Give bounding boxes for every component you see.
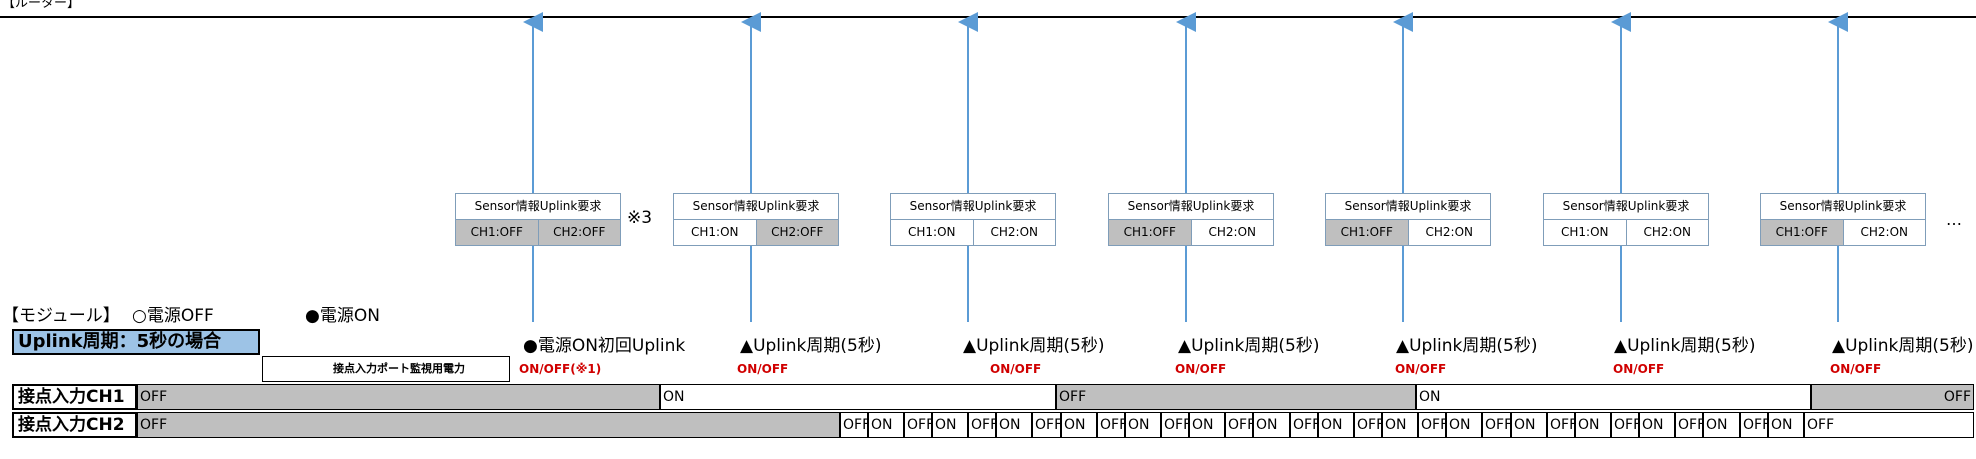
ch1-segment: OFF xyxy=(137,384,660,410)
sensor-request-title: Sensor情報Uplink要求 xyxy=(1761,194,1925,220)
uplink-period-event: ▲Uplink周期(5秒) xyxy=(1396,336,1538,356)
ch2-segment: OFF xyxy=(1097,412,1125,438)
monitor-power-value: ON/OFF xyxy=(737,362,789,376)
request-ch2-state: CH2:ON xyxy=(1842,220,1926,245)
ch2-segment: ON xyxy=(1253,412,1290,438)
ch2-segment: ON xyxy=(1639,412,1675,438)
ch2-segment: OFF xyxy=(904,412,932,438)
request-ch1-state: CH1:OFF xyxy=(1761,220,1843,245)
ch2-segment: ON xyxy=(1768,412,1804,438)
note-3: ※3 xyxy=(627,208,653,228)
monitor-power-value: ON/OFF xyxy=(1830,362,1882,376)
router-timeline xyxy=(0,16,1976,18)
ch2-segment: ON xyxy=(1511,412,1547,438)
ch2-segment: OFF xyxy=(1740,412,1768,438)
request-ch1-state: CH1:ON xyxy=(907,225,956,239)
initial-uplink-event: ●電源ON初回Uplink xyxy=(523,336,686,356)
request-ch1-state: CH1:OFF xyxy=(1109,220,1191,245)
monitor-power-value: ON/OFF(※1) xyxy=(519,362,602,376)
monitor-power-label: 接点入力ポート監視用電力 xyxy=(262,356,510,382)
uplink-period-event: ▲Uplink周期(5秒) xyxy=(1832,336,1974,356)
sensor-request-box: Sensor情報Uplink要求 CH1:ON CH2:OFF xyxy=(673,193,839,246)
monitor-power-value: ON/OFF xyxy=(1395,362,1447,376)
request-ch2-state: CH2:ON xyxy=(1190,220,1274,245)
request-ch2-state: CH2:OFF xyxy=(755,220,838,245)
ch2-segment: ON xyxy=(1446,412,1482,438)
uplink-period-event: ▲Uplink周期(5秒) xyxy=(740,336,882,356)
monitor-power-value: ON/OFF xyxy=(990,362,1042,376)
ch2-segment: OFF xyxy=(968,412,996,438)
sensor-request-title: Sensor情報Uplink要求 xyxy=(1326,194,1490,220)
ch2-segment: ON xyxy=(1575,412,1611,438)
ch1-segment: OFF xyxy=(1811,384,1974,410)
ch1-segment: ON xyxy=(1416,384,1811,410)
ch2-segment: OFF xyxy=(840,412,868,438)
ch2-segment: OFF xyxy=(1804,412,1974,438)
ch2-segment: ON xyxy=(1703,412,1740,438)
ch1-label: 接点入力CH1 xyxy=(12,384,137,410)
uplink-period-header: Uplink周期：5秒の場合 xyxy=(12,329,260,355)
ch2-segment: ON xyxy=(868,412,904,438)
ch2-segment: OFF xyxy=(1547,412,1575,438)
request-ch2-state: CH2:ON xyxy=(972,220,1056,245)
sensor-request-box: Sensor情報Uplink要求 CH1:ON CH2:ON xyxy=(1543,193,1709,246)
sensor-request-title: Sensor情報Uplink要求 xyxy=(674,194,838,220)
ch2-segment: ON xyxy=(1125,412,1161,438)
ch2-segment: OFF xyxy=(1225,412,1253,438)
ch2-segment: ON xyxy=(996,412,1032,438)
sensor-request-title: Sensor情報Uplink要求 xyxy=(456,194,620,220)
ch2-segment: OFF xyxy=(1354,412,1382,438)
request-ch2-state: CH2:ON xyxy=(1407,220,1491,245)
sensor-request-title: Sensor情報Uplink要求 xyxy=(1109,194,1273,220)
ch2-segment: OFF xyxy=(1482,412,1511,438)
sensor-request-box: Sensor情報Uplink要求 CH1:ON CH2:ON xyxy=(890,193,1056,246)
ch2-segment: OFF xyxy=(1675,412,1703,438)
ch2-segment: OFF xyxy=(1418,412,1446,438)
request-ch2-state: CH2:OFF xyxy=(537,220,620,245)
ch2-segment: OFF xyxy=(1290,412,1318,438)
request-ch1-state: CH1:ON xyxy=(690,225,739,239)
ch2-segment: ON xyxy=(1189,412,1225,438)
power-off-legend: ○電源OFF xyxy=(132,306,214,326)
ch2-segment: ON xyxy=(1382,412,1418,438)
ch2-segment: OFF xyxy=(1611,412,1639,438)
uplink-period-event: ▲Uplink周期(5秒) xyxy=(963,336,1105,356)
uplink-period-event: ▲Uplink周期(5秒) xyxy=(1614,336,1756,356)
request-ch1-state: CH1:ON xyxy=(1560,225,1609,239)
ch2-label: 接点入力CH2 xyxy=(12,412,137,438)
ch2-segment: OFF xyxy=(137,412,840,438)
module-label: 【モジュール】 xyxy=(2,306,120,326)
ch2-segment: OFF xyxy=(1161,412,1189,438)
ch1-segment: ON xyxy=(660,384,1056,410)
request-ch2-state: CH2:ON xyxy=(1625,220,1709,245)
monitor-power-value: ON/OFF xyxy=(1613,362,1665,376)
ch2-segment: ON xyxy=(1061,412,1097,438)
ch1-segment: OFF xyxy=(1056,384,1416,410)
request-ch1-state: CH1:OFF xyxy=(1326,220,1408,245)
sensor-request-title: Sensor情報Uplink要求 xyxy=(891,194,1055,220)
monitor-power-value: ON/OFF xyxy=(1175,362,1227,376)
ellipsis: … xyxy=(1946,210,1962,229)
ch2-segment: ON xyxy=(932,412,968,438)
sensor-request-title: Sensor情報Uplink要求 xyxy=(1544,194,1708,220)
router-label: 【ルーター】 xyxy=(2,0,81,11)
uplink-period-event: ▲Uplink周期(5秒) xyxy=(1178,336,1320,356)
power-on-legend: ●電源ON xyxy=(305,306,380,326)
ch2-segment: ON xyxy=(1318,412,1354,438)
request-ch1-state: CH1:OFF xyxy=(456,220,538,245)
ch2-segment: OFF xyxy=(1032,412,1061,438)
